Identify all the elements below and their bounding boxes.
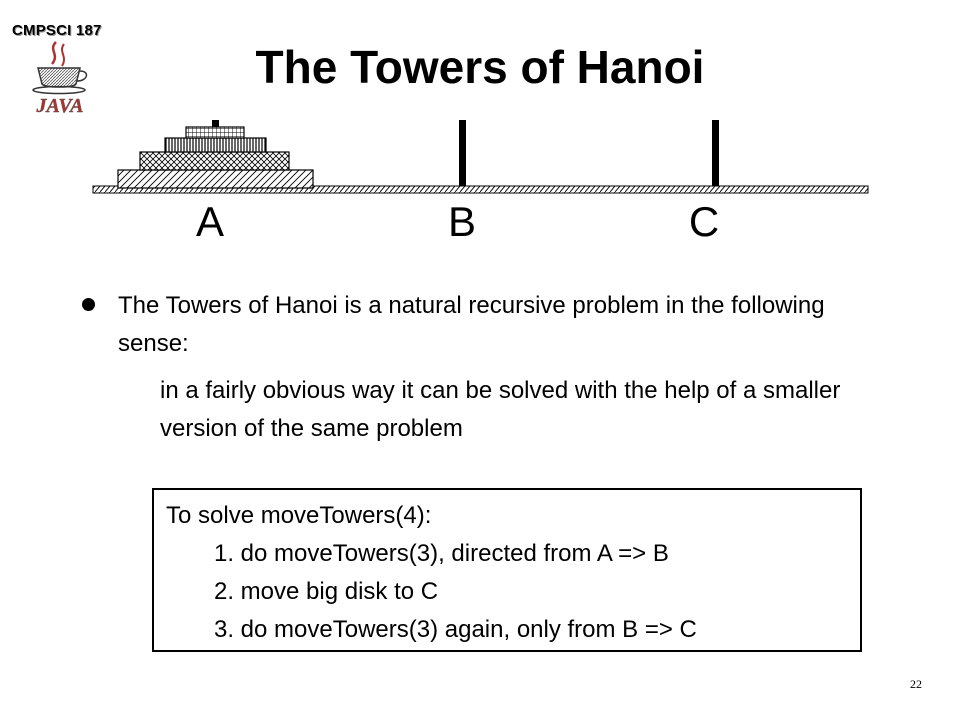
peg-b [459, 120, 466, 186]
slide-title: The Towers of Hanoi [255, 41, 705, 93]
bullet-text: The Towers of Hanoi is a natural recursi… [118, 292, 825, 357]
tower-base [92, 185, 869, 194]
logo-wordmark: JAVA [35, 95, 83, 116]
sub-text: in a fairly obvious way it can be solved… [160, 377, 841, 442]
course-label: CMPSCI 187 [12, 22, 102, 39]
java-logo: JAVA [32, 41, 88, 116]
disk-3 [139, 151, 290, 171]
algorithm-step: 2. move big disk to C [214, 578, 439, 605]
peg-label-c: C [688, 198, 720, 245]
disk-4 [117, 169, 314, 189]
bullet-dot [82, 298, 95, 311]
peg-c [712, 120, 719, 186]
algorithm-heading: To solve moveTowers(4): [166, 502, 432, 529]
disk-2 [164, 137, 267, 153]
algorithm-box: To solve moveTowers(4): 1. do moveTowers… [152, 488, 862, 652]
peg-label-a: A [195, 198, 224, 245]
peg-a [212, 120, 219, 130]
algorithm-step: 1. do moveTowers(3), directed from A => … [214, 540, 669, 567]
algorithm-step: 3. do moveTowers(3) again, only from B =… [214, 616, 697, 643]
peg-label-b: B [447, 198, 476, 245]
towers-diagram [92, 120, 869, 194]
disk-1 [185, 126, 245, 139]
page-number: 22 [910, 677, 922, 691]
